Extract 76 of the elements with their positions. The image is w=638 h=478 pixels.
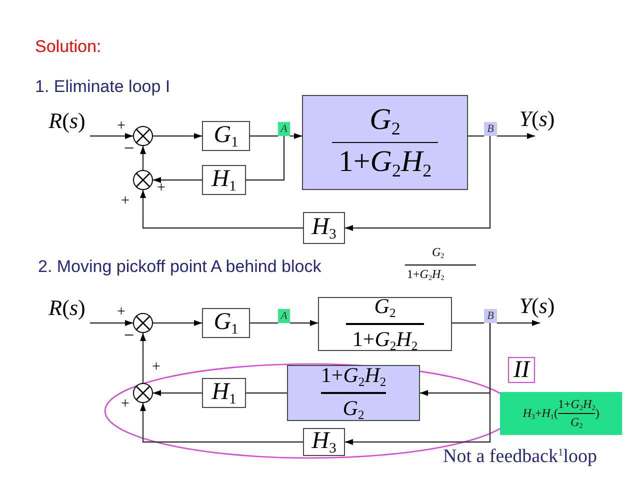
- summing-junction: [133, 126, 153, 146]
- signal-line: [452, 322, 484, 324]
- signal-arrow: [140, 333, 146, 383]
- step-title: 2. Moving pickoff point A behind block: [38, 258, 322, 275]
- signal-arrow: [140, 146, 146, 170]
- signal-line: [468, 135, 484, 137]
- signal-arrow: [345, 323, 491, 445]
- pickoff-marker: B: [484, 309, 497, 323]
- fraction-numerator: G$_{2}$: [370, 104, 400, 139]
- fraction-numerator: G$_{2}$: [374, 295, 396, 320]
- pickoff-marker: A: [278, 309, 290, 323]
- fraction-denominator: G$_{2}$: [342, 396, 366, 422]
- signal-label: Y(s): [512, 108, 562, 136]
- pickoff-marker: B: [484, 122, 497, 136]
- sign-label: +: [152, 360, 160, 375]
- signal-line: [250, 322, 278, 324]
- step-title: 1. Eliminate loop I: [35, 78, 170, 95]
- heading: Solution:: [35, 38, 102, 55]
- signal-arrow: [153, 133, 202, 139]
- block-label: G$_{1}$: [214, 122, 238, 150]
- sign-label: +: [117, 119, 126, 134]
- sign-label: −: [124, 139, 134, 157]
- signal-arrow: [153, 177, 202, 183]
- signal-arrow: [497, 320, 540, 326]
- loop-label: II: [514, 358, 530, 382]
- fraction-numerator: 1+G$_{2}$H$_{2}$: [558, 396, 596, 412]
- fraction-denominator: 1+G$_{2}$H$_{2}$: [351, 328, 419, 353]
- signal-arrow: [497, 133, 535, 139]
- signal-label: R(s): [44, 110, 90, 138]
- equivalent-block: [500, 392, 622, 435]
- fraction-denominator: 1+G$_{2}$H$_{2}$: [337, 146, 433, 181]
- signal-arrow: [90, 133, 133, 139]
- fraction-numerator: 1+G$_{2}$H$_{2}$: [320, 364, 386, 390]
- summing-junction: [133, 170, 153, 190]
- sign-label: +: [121, 194, 130, 209]
- block-label: H$_{1}$: [212, 380, 236, 406]
- transfer-block: [202, 165, 246, 195]
- signal-arrow: [90, 320, 133, 326]
- sign-label: +: [117, 305, 126, 320]
- transfer-block: [302, 95, 468, 190]
- transfer-block: [318, 297, 452, 351]
- transfer-block: [287, 365, 420, 421]
- signal-line: [246, 392, 287, 394]
- signal-label: R(s): [44, 297, 90, 325]
- signal-arrow: [290, 133, 302, 139]
- formula-text: H$_{3}$+H$_{1}$(: [522, 406, 558, 422]
- transfer-block: [303, 212, 345, 244]
- block-label: H$_{1}$: [212, 166, 236, 194]
- block-label: G$_{1}$: [214, 310, 238, 336]
- transfer-block: [202, 308, 250, 338]
- signal-arrow: [153, 390, 202, 396]
- transfer-block: [202, 378, 246, 408]
- signal-line: [250, 135, 278, 137]
- signal-label: Y(s): [512, 295, 562, 323]
- sign-label: −: [124, 326, 134, 344]
- loop-label-box: [508, 357, 535, 383]
- signal-arrow: [153, 320, 202, 326]
- fraction-denominator: 1+G$_{2}$H$_{2}$: [407, 268, 444, 282]
- block-label: H$_{3}$: [312, 428, 336, 456]
- transfer-block: [303, 428, 345, 456]
- note-text: Not a feedback$^{1}$loop: [443, 447, 597, 466]
- signal-arrow: [140, 403, 303, 443]
- summing-junction: [133, 383, 153, 403]
- sign-label: +: [157, 181, 166, 196]
- summing-junction: [133, 313, 153, 333]
- formula-text: ): [595, 406, 600, 421]
- signal-arrow: [290, 320, 318, 326]
- signal-arrow: [345, 136, 491, 231]
- sign-label: +: [121, 397, 130, 412]
- transfer-block: [202, 121, 250, 151]
- block-label: H$_{3}$: [312, 214, 336, 242]
- signal-arrow: [140, 190, 303, 229]
- signal-line: [246, 136, 285, 181]
- fraction-numerator: G$_{2}$: [432, 246, 444, 260]
- fraction-denominator: G$_{2}$: [570, 415, 583, 430]
- pickoff-marker: A: [278, 122, 290, 136]
